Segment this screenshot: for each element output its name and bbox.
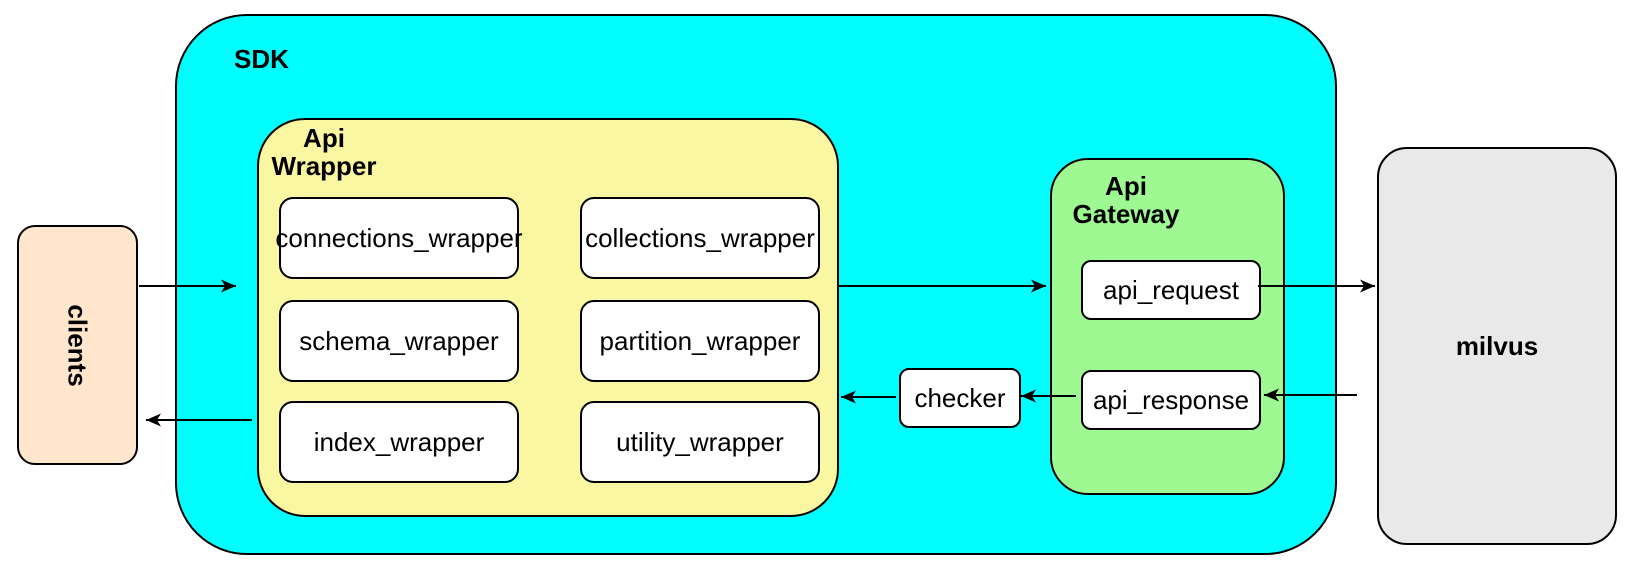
index-wrapper-box: index_wrapper (279, 401, 519, 483)
partition-wrapper-box: partition_wrapper (580, 300, 820, 382)
schema-wrapper-box: schema_wrapper (279, 300, 519, 382)
connections-wrapper-box: connections_wrapper (275, 197, 523, 279)
clients-box: clients (17, 225, 138, 465)
clients-label: clients (63, 303, 93, 387)
sdk-container: SDK Api Wrapper connections_wrapper coll… (175, 14, 1337, 555)
collections-wrapper-box: collections_wrapper (580, 197, 820, 279)
api-gateway-label: Api Gateway (1072, 171, 1180, 229)
api-response-box: api_response (1081, 370, 1261, 430)
api-request-box: api_request (1081, 260, 1261, 320)
api-gateway-container: Api Gateway api_request api_response (1050, 158, 1285, 495)
checker-box: checker (899, 368, 1021, 428)
utility-wrapper-box: utility_wrapper (580, 401, 820, 483)
sdk-label: SDK (234, 44, 289, 74)
api-wrapper-label: Api Wrapper (271, 123, 377, 181)
api-wrapper-container: Api Wrapper connections_wrapper collecti… (257, 118, 839, 517)
milvus-label: milvus (1455, 330, 1539, 361)
milvus-box: milvus (1377, 147, 1617, 545)
